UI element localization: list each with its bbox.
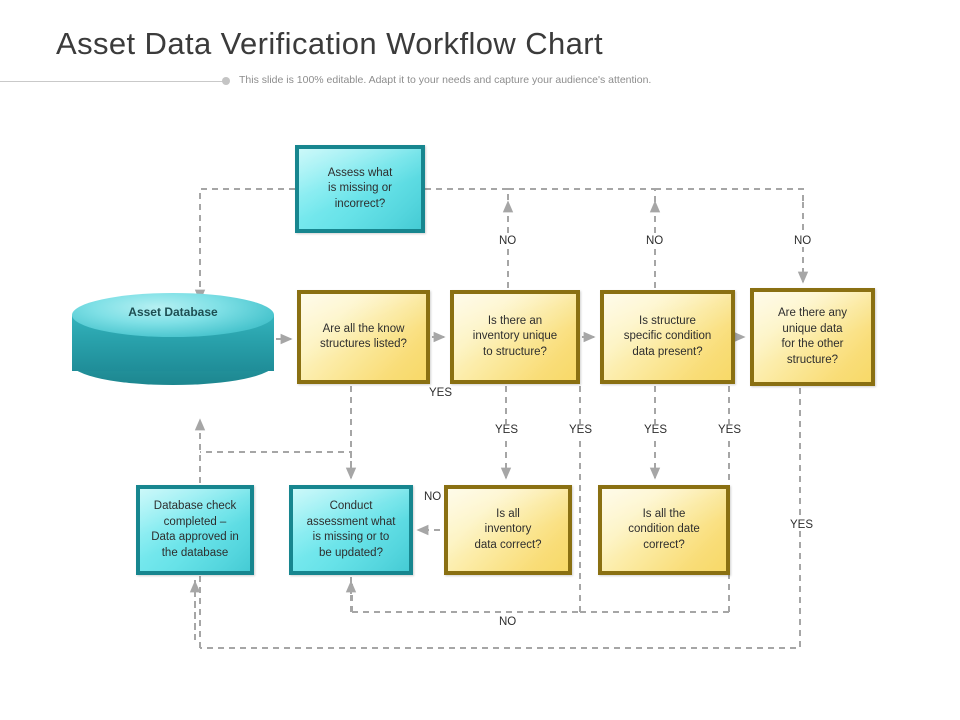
edge-label-yes-condition-down: YES <box>641 424 671 436</box>
node-label: Is structure specific condition data pre… <box>623 314 712 358</box>
edge-label-no-inventory: NO <box>496 235 520 247</box>
edge-label-yes-structures: YES <box>426 387 456 399</box>
edge-label-no-unique: NO <box>791 235 815 247</box>
edge-top-no-bus <box>425 188 804 202</box>
edge-label-yes-inventory-bus: YES <box>566 424 596 436</box>
node-label: Is there an inventory unique to structur… <box>472 314 558 358</box>
edge-bottom-no-bus <box>352 582 730 613</box>
node-is-all-inventory-data-correct[interactable]: Is all inventory data correct? <box>444 485 572 575</box>
node-label: Are all the know structures listed? <box>320 322 407 351</box>
page-title: Asset Data Verification Workflow Chart <box>56 26 603 61</box>
node-inventory-unique-to-structure[interactable]: Is there an inventory unique to structur… <box>450 290 580 384</box>
page-subtitle: This slide is 100% editable. Adapt it to… <box>239 74 652 86</box>
edge-yes-unique-bottom <box>200 388 801 649</box>
node-asset-database[interactable]: Asset Database <box>72 293 274 385</box>
edge-label-yes-inventory-down: YES <box>492 424 522 436</box>
edge-label-yes-unique-bottom: YES <box>787 519 817 531</box>
edge-conduct-top-bus <box>200 451 352 478</box>
node-conduct-assessment[interactable]: Conduct assessment what is missing or to… <box>289 485 413 575</box>
node-label: Are there any unique data for the other … <box>777 307 848 366</box>
edge-label-yes-condition-bus: YES <box>715 424 745 436</box>
node-label: Assess what is missing or incorrect? <box>327 166 393 210</box>
node-unique-data-other-structure[interactable]: Are there any unique data for the other … <box>750 288 875 386</box>
node-label: Database check completed – Data approved… <box>151 500 239 559</box>
bullet-dot-icon <box>222 77 230 85</box>
node-label: Is all the condition date correct? <box>628 507 700 551</box>
node-label: Conduct assessment what is missing or to… <box>306 500 396 559</box>
cylinder-top <box>72 293 274 337</box>
node-structure-specific-condition-data[interactable]: Is structure specific condition data pre… <box>600 290 735 384</box>
node-are-all-structures-listed[interactable]: Are all the know structures listed? <box>297 290 430 384</box>
edge-label-no-bottom: NO <box>496 616 520 628</box>
node-database-check-completed[interactable]: Database check completed – Data approved… <box>136 485 254 575</box>
node-is-condition-date-correct[interactable]: Is all the condition date correct? <box>598 485 730 575</box>
edge-label-no-invcorrect: NO <box>421 491 445 503</box>
title-divider <box>0 81 224 82</box>
edge-label-no-condition: NO <box>643 235 667 247</box>
node-label: Is all inventory data correct? <box>474 507 542 551</box>
node-label: Asset Database <box>128 305 218 319</box>
node-assess-what-missing[interactable]: Assess what is missing or incorrect? <box>295 145 425 233</box>
edge-assess-to-database <box>194 188 295 302</box>
